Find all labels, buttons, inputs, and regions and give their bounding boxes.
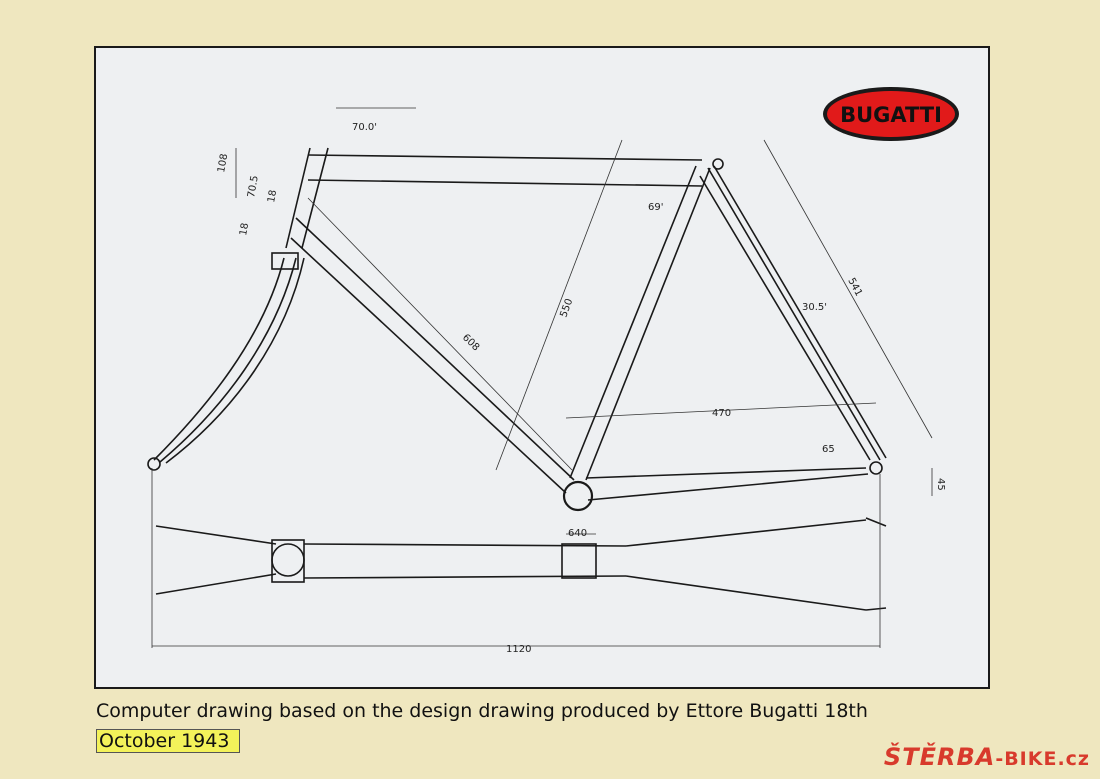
head-tube-right xyxy=(301,147,329,249)
head-tube-left xyxy=(285,147,311,249)
dim-head-angle: 70.0' xyxy=(352,122,377,133)
dim-gap-a: 18 xyxy=(266,189,279,203)
dim-head-tube: 108 xyxy=(216,153,230,174)
dim-chainstay: 470 xyxy=(712,408,731,419)
top-view-bb-shell xyxy=(561,543,597,579)
caption-line-1: Computer drawing based on the design dra… xyxy=(96,700,868,722)
top-tube-upper xyxy=(307,154,703,161)
top-view-rear-axle-upper xyxy=(865,517,887,527)
top-view-tube-lower-1 xyxy=(303,575,627,579)
top-tube-lower xyxy=(307,179,703,187)
top-view-tube-upper-1 xyxy=(303,543,627,547)
fork-blade-left xyxy=(153,257,285,461)
caption-line-2: October 1943 xyxy=(96,729,241,753)
front-dropout xyxy=(147,457,161,471)
dim-stay-angle: 30.5' xyxy=(802,302,827,313)
seat-tube-right xyxy=(585,167,711,481)
down-tube-lower xyxy=(290,237,567,494)
top-view-fork-lower xyxy=(155,573,277,595)
seat-stay-3 xyxy=(713,165,887,459)
chain-stay-lower xyxy=(587,473,869,501)
down-tube-dim xyxy=(307,197,573,471)
chainstay-dim xyxy=(565,402,877,419)
drawing-board: BUGATTI 70.0' 108 70.5 18 18 608 550 69'… xyxy=(94,46,990,689)
top-view-fork-upper xyxy=(155,525,277,545)
seat-tube-dim xyxy=(495,139,623,471)
headset xyxy=(271,252,299,270)
watermark-suffix: -BIKE.cz xyxy=(995,748,1090,770)
dim-upper-gap: 70.5 xyxy=(246,175,261,199)
seat-stay-2 xyxy=(707,167,881,461)
seat-stay-1 xyxy=(699,175,871,461)
top-view-stay-lower xyxy=(625,575,867,611)
fork-blade-right xyxy=(165,257,305,464)
chain-stay-upper xyxy=(585,467,867,479)
watermark-main: ŠTĚRBA xyxy=(883,743,996,771)
dim-down-tube: 608 xyxy=(460,332,481,353)
down-tube-upper xyxy=(295,217,575,481)
top-view-head-lug xyxy=(271,539,305,583)
dim-bb-drop: 45 xyxy=(935,478,946,491)
seat-tube-left xyxy=(569,165,697,479)
bottom-bracket xyxy=(562,480,594,512)
dim-gap-b: 18 xyxy=(238,222,251,236)
dim-stay-length: 541 xyxy=(845,276,864,298)
dim-seat-angle: 69' xyxy=(648,202,663,213)
frame-drawing: BUGATTI 70.0' 108 70.5 18 18 608 550 69'… xyxy=(147,87,959,655)
top-view-head-tube xyxy=(271,543,305,577)
dim-bb-width: 640 xyxy=(568,528,587,539)
top-view-rear-axle-lower xyxy=(865,607,887,611)
seat-lug xyxy=(712,158,724,170)
dim-wheelbase: 1120 xyxy=(506,644,531,655)
dim-dropout-angle: 65 xyxy=(822,444,835,455)
caption: Computer drawing based on the design dra… xyxy=(96,696,976,756)
watermark: ŠTĚRBA-BIKE.cz xyxy=(884,743,1090,771)
logo-text: BUGATTI xyxy=(840,103,942,127)
rear-dropout xyxy=(869,461,883,475)
bugatti-logo: BUGATTI xyxy=(823,87,959,141)
stay-length-dim xyxy=(763,139,933,439)
top-view-stay-upper xyxy=(625,519,867,547)
fork-blade-middle xyxy=(159,257,297,463)
